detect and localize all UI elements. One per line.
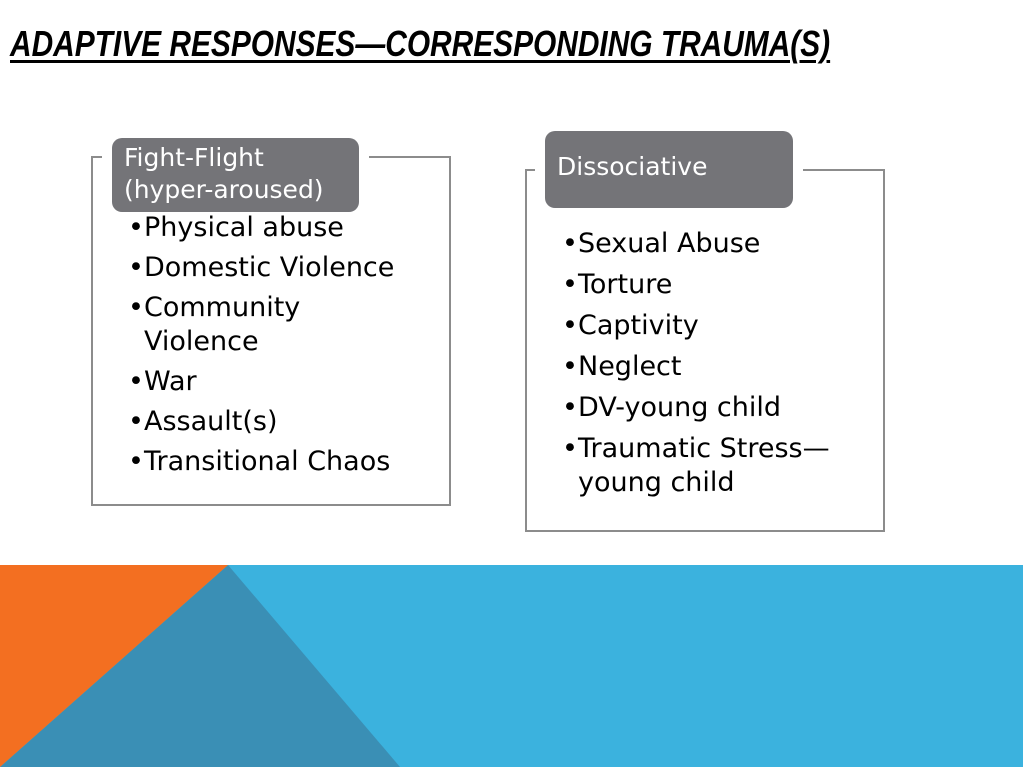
list-item: •Neglect (562, 350, 882, 384)
dissociative-trauma-list: •Sexual Abuse •Torture •Captivity •Negle… (562, 227, 882, 507)
fight-flight-panel (91, 156, 451, 506)
list-item-label: Community Violence (144, 292, 301, 357)
bullet-icon: • (128, 366, 144, 397)
list-item: •Physical abuse (128, 211, 448, 245)
bullet-icon: • (562, 310, 578, 341)
bullet-icon: • (128, 252, 144, 283)
list-item: •Domestic Violence (128, 251, 448, 285)
list-item-label: Domestic Violence (144, 252, 395, 283)
list-item-label: Assault(s) (144, 406, 278, 437)
list-item-label: Neglect (578, 351, 682, 382)
dissociative-panel (525, 169, 885, 532)
dissociative-header: Dissociative (545, 131, 793, 208)
list-item-label: Sexual Abuse (578, 228, 761, 259)
list-item-label: Captivity (578, 310, 699, 341)
list-item: •War (128, 365, 448, 399)
list-item-label: DV-young child (578, 392, 782, 423)
bullet-icon: • (562, 433, 578, 464)
list-item: •DV-young child (562, 391, 882, 425)
list-item-label: War (144, 366, 197, 397)
fight-flight-header-line1: Fight-Flight (124, 143, 264, 172)
bullet-icon: • (562, 269, 578, 300)
list-item-label: Traumatic Stress—young child (578, 433, 830, 498)
list-item: •Transitional Chaos (128, 445, 448, 479)
band-orange-triangle (0, 565, 228, 767)
list-item-label: Transitional Chaos (144, 446, 391, 477)
bullet-icon: • (562, 392, 578, 423)
bullet-icon: • (562, 228, 578, 259)
bullet-icon: • (128, 446, 144, 477)
list-item-label: Torture (578, 269, 673, 300)
fight-flight-header: Fight-Flight (hyper-aroused) (112, 138, 359, 212)
list-item-label: Physical abuse (144, 212, 344, 243)
list-item: •Captivity (562, 309, 882, 343)
bullet-icon: • (128, 406, 144, 437)
list-item: •Torture (562, 268, 882, 302)
fight-flight-trauma-list: •Physical abuse •Domestic Violence •Comm… (128, 211, 448, 485)
bullet-icon: • (128, 292, 144, 323)
bullet-icon: • (128, 212, 144, 243)
list-item: •Assault(s) (128, 405, 448, 439)
list-item: •Sexual Abuse (562, 227, 882, 261)
decorative-color-band (0, 565, 1023, 767)
list-item: •Community Violence (128, 291, 448, 359)
bullet-icon: • (562, 351, 578, 382)
dissociative-header-label: Dissociative (557, 152, 708, 181)
fight-flight-header-line2: (hyper-aroused) (124, 175, 324, 204)
list-item: •Traumatic Stress—young child (562, 432, 882, 500)
band-dark-blue-triangle (0, 565, 400, 767)
slide-title: ADAPTIVE RESPONSES—CORRESPONDING TRAUMA(… (10, 23, 831, 64)
